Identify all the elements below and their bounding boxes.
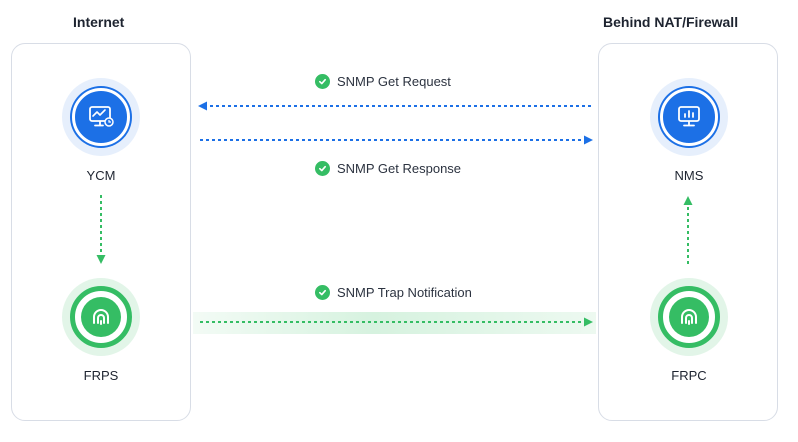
tunnel-icon — [669, 297, 709, 337]
get-request-label: SNMP Get Request — [315, 74, 451, 89]
get-request-arrow — [198, 101, 591, 111]
frpc-to-nms-arrow — [683, 196, 693, 264]
get-request-text: SNMP Get Request — [337, 74, 451, 89]
get-response-text: SNMP Get Response — [337, 161, 462, 176]
node-frpc: FRPC — [629, 278, 749, 383]
get-response-label: SNMP Get Response — [315, 161, 461, 176]
internet-title: Internet — [73, 14, 125, 30]
trap-text: SNMP Trap Notification — [337, 285, 472, 300]
check-icon — [315, 285, 330, 300]
get-response-arrow — [200, 135, 593, 145]
ycm-to-frps-arrow — [96, 195, 106, 264]
node-frps: FRPS — [41, 278, 161, 383]
node-nms: NMS — [629, 78, 749, 183]
nat-firewall-title: Behind NAT/Firewall — [603, 14, 739, 30]
frps-label: FRPS — [83, 368, 119, 383]
frpc-label: FRPC — [671, 368, 707, 383]
node-ycm: YCM — [41, 78, 161, 183]
check-icon — [315, 161, 330, 176]
trap-arrow — [200, 317, 593, 327]
monitor-chart-icon — [72, 88, 130, 146]
trap-label: SNMP Trap Notification — [315, 285, 472, 300]
monitor-bars-icon — [660, 88, 718, 146]
tunnel-icon — [81, 297, 121, 337]
nms-label: NMS — [674, 168, 704, 183]
ycm-label: YCM — [86, 168, 116, 183]
check-icon — [315, 74, 330, 89]
